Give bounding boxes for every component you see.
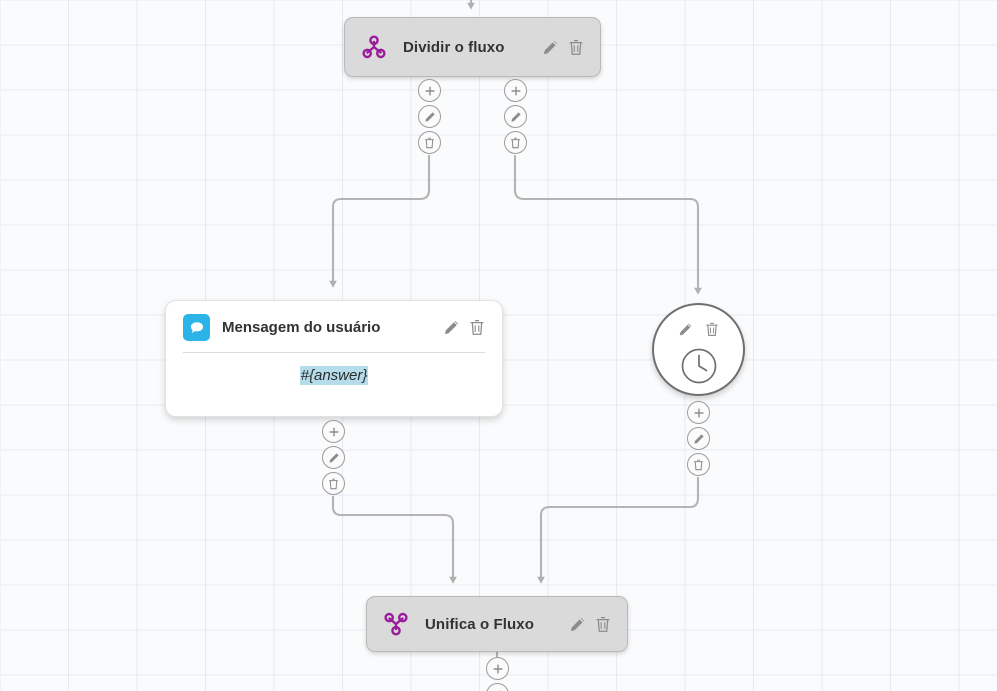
pencil-icon[interactable] [504,105,527,128]
connector-stack-message-out[interactable] [322,420,345,495]
node-timer[interactable] [652,303,745,396]
add-node-button[interactable] [322,420,345,443]
trash-icon[interactable] [705,322,719,337]
trash-icon[interactable] [595,616,611,633]
pencil-icon[interactable] [443,319,460,336]
edge-message-to-merge [331,496,457,584]
edge-timer-to-merge [537,477,700,584]
split-flow-icon [361,34,387,60]
message-variable-token[interactable]: #{answer} [299,366,369,385]
pencil-icon[interactable] [322,446,345,469]
connector-stack-timer-out[interactable] [687,401,710,476]
node-actions-mensagem-do-usuario [443,319,485,336]
message-card-header: Mensagem do usuário [166,301,502,352]
connector-stack-split-right[interactable] [504,79,527,154]
pencil-icon[interactable] [678,322,693,337]
edge-split-to-timer [513,155,702,295]
pencil-icon[interactable] [569,616,586,633]
node-title-dividir-o-fluxo: Dividir o fluxo [403,38,505,56]
trash-icon[interactable] [418,131,441,154]
add-node-button[interactable] [504,79,527,102]
pencil-icon[interactable] [486,683,509,691]
node-title-mensagem-do-usuario: Mensagem do usuário [222,319,381,336]
merge-flow-icon [383,611,409,637]
clock-icon-wrap [654,347,743,385]
pencil-icon[interactable] [418,105,441,128]
connector-stack-split-left[interactable] [418,79,441,154]
trash-icon[interactable] [322,472,345,495]
node-actions-dividir-o-fluxo [542,39,584,56]
add-node-button[interactable] [687,401,710,424]
trash-icon[interactable] [469,319,485,336]
node-actions-timer [654,322,743,337]
node-dividir-o-fluxo[interactable]: Dividir o fluxo [344,17,601,77]
pencil-icon[interactable] [687,427,710,450]
node-unifica-o-fluxo[interactable]: Unifica o Fluxo [366,596,628,652]
node-actions-unifica-o-fluxo [569,616,611,633]
add-node-button[interactable] [486,657,509,680]
message-card-body: #{answer} [166,353,502,403]
pencil-icon[interactable] [542,39,559,56]
chat-bubble-icon [183,314,210,341]
edge-split-to-message [329,155,431,288]
trash-icon[interactable] [504,131,527,154]
trash-icon[interactable] [687,453,710,476]
clock-icon [680,347,718,385]
trash-icon[interactable] [568,39,584,56]
node-mensagem-do-usuario[interactable]: Mensagem do usuário #{answ [165,300,503,417]
divider [183,352,485,353]
connector-stack-merge-out[interactable] [486,657,509,691]
add-node-button[interactable] [418,79,441,102]
node-title-unifica-o-fluxo: Unifica o Fluxo [425,615,535,633]
